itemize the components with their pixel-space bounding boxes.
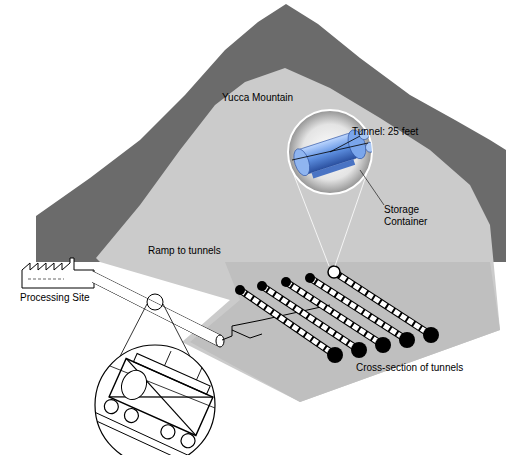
text-label: Storage Container: [384, 204, 439, 228]
cart-wheel: [122, 406, 140, 424]
leader-line: [360, 170, 384, 205]
tunnel-floor: [190, 262, 500, 402]
tunnel-set: [235, 266, 439, 363]
text-label: Tunnel: 25 feet: [352, 126, 442, 138]
tunnel-entry: [281, 277, 291, 287]
tunnel-entry: [305, 273, 315, 283]
container-fitting: [364, 141, 377, 154]
container-pallet: [312, 159, 356, 178]
text-label: Yucca Mountain: [222, 92, 322, 104]
tunnel-entry: [328, 266, 340, 278]
dimension-line: [292, 143, 368, 160]
ramp-focus: [147, 294, 163, 310]
tunnel-entry: [257, 281, 267, 291]
cart-hanger: [165, 351, 172, 366]
text-label: Cross-section of tunnels: [356, 362, 496, 374]
ramp-magnifier: [95, 345, 215, 455]
tunnel-cross-section: [399, 332, 415, 348]
cart-frame: [109, 358, 213, 435]
cart-wheel: [102, 397, 120, 415]
dimension-line: [330, 136, 360, 152]
cart-hanger: [196, 365, 203, 380]
tunnel-cross-section: [351, 342, 367, 358]
tunnel-entry: [235, 285, 245, 295]
cart-brace: [109, 358, 213, 435]
processing-building: [22, 258, 94, 288]
transport-cart: [90, 335, 225, 455]
tunnel-cross-section: [375, 337, 391, 353]
cart-wheel: [159, 423, 177, 441]
ramp-end: [216, 335, 224, 347]
text-label: Ramp to tunnels: [148, 245, 243, 257]
tunnel-cross-section: [327, 347, 343, 363]
tunnel-cross-section: [423, 327, 439, 343]
ramp-tube: [92, 271, 222, 346]
container-cap: [291, 147, 313, 178]
cart-brace: [109, 358, 213, 435]
building-window: [28, 279, 64, 280]
tunnel-magnifier: [288, 110, 372, 194]
cask: [117, 366, 151, 403]
tunnel-bore: [334, 272, 431, 335]
cart-wheel: [179, 431, 197, 449]
text-label: Processing Site: [20, 292, 110, 304]
